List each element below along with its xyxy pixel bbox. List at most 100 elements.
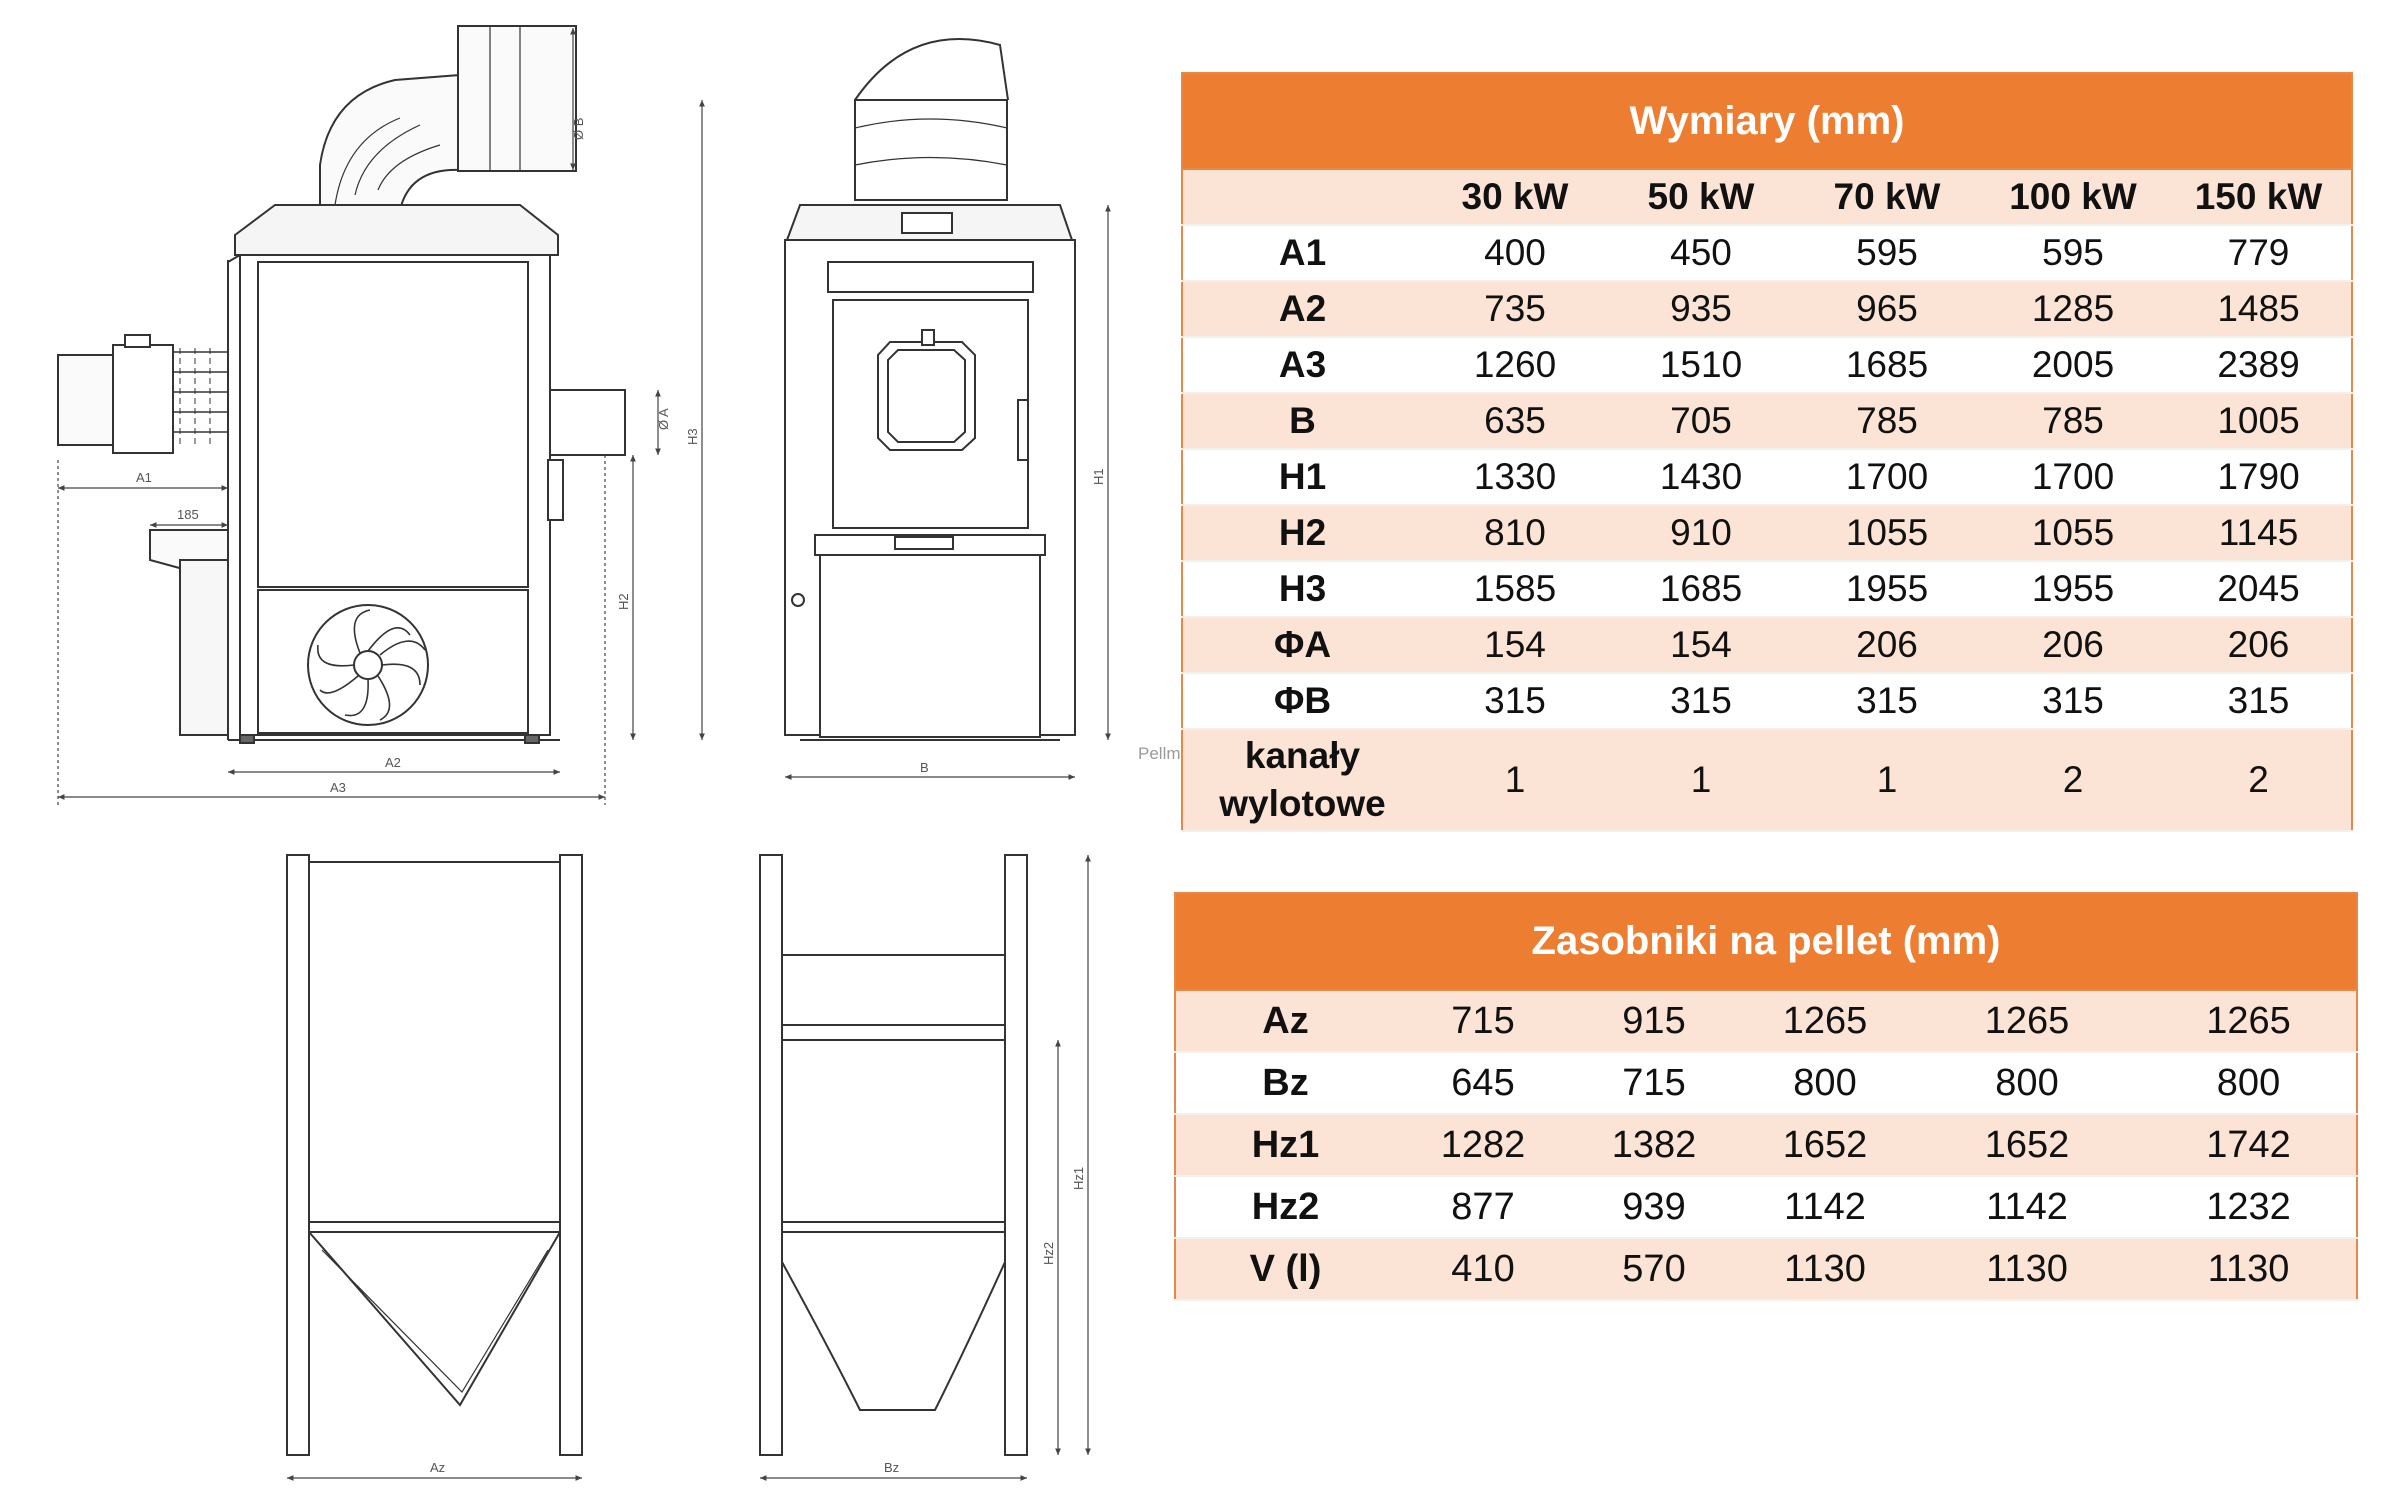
column-header: 70 kW bbox=[1794, 169, 1980, 226]
table-cell: 1652 bbox=[1737, 1114, 1913, 1177]
table-cell: 595 bbox=[1980, 225, 2166, 282]
table-cell: 800 bbox=[1737, 1052, 1913, 1115]
table-cell: 1430 bbox=[1608, 449, 1794, 506]
table-cell: 2 bbox=[2166, 729, 2352, 832]
table-cell: 206 bbox=[2166, 617, 2352, 674]
table-cell: 315 bbox=[2166, 673, 2352, 730]
technical-drawings: A1 185 A2 A3 H2 H3 Ø A Ø B B H1 bbox=[57, 25, 1111, 1481]
table-cell: 315 bbox=[1980, 673, 2166, 730]
table-cell: 779 bbox=[2166, 225, 2352, 282]
table-cell: 705 bbox=[1608, 393, 1794, 450]
table-cell: 206 bbox=[1980, 617, 2166, 674]
row-label: B bbox=[1182, 393, 1422, 450]
column-header bbox=[1182, 169, 1422, 226]
table-cell: 315 bbox=[1794, 673, 1980, 730]
dim-label-diameter-b: Ø B bbox=[571, 118, 586, 140]
table-cell: 2 bbox=[1980, 729, 2166, 832]
table-cell: 1265 bbox=[2141, 990, 2357, 1053]
row-label: A2 bbox=[1182, 281, 1422, 338]
table-cell: 1265 bbox=[1737, 990, 1913, 1053]
table-cell: 1260 bbox=[1422, 337, 1608, 394]
table-cell: 206 bbox=[1794, 617, 1980, 674]
table-cell: 1700 bbox=[1980, 449, 2166, 506]
table-cell: 1685 bbox=[1608, 561, 1794, 618]
table-cell: 1585 bbox=[1422, 561, 1608, 618]
table-cell: 1955 bbox=[1794, 561, 1980, 618]
table-cell: 1330 bbox=[1422, 449, 1608, 506]
dim-label-az: Az bbox=[430, 1460, 445, 1475]
table-cell: 715 bbox=[1395, 990, 1571, 1053]
table-cell: 1485 bbox=[2166, 281, 2352, 338]
table-cell: 1005 bbox=[2166, 393, 2352, 450]
table-cell: 1955 bbox=[1980, 561, 2166, 618]
dim-label-h3: H3 bbox=[685, 428, 700, 445]
table-cell: 877 bbox=[1395, 1176, 1571, 1239]
table-cell: 1685 bbox=[1794, 337, 1980, 394]
side-view-dimensions bbox=[57, 28, 705, 805]
row-label: A1 bbox=[1182, 225, 1422, 282]
dim-label-hz2: Hz2 bbox=[1041, 1242, 1056, 1265]
front-view-dimensions bbox=[785, 205, 1111, 780]
table-cell: 645 bbox=[1395, 1052, 1571, 1115]
row-label: Az bbox=[1175, 990, 1395, 1053]
table-cell: 1700 bbox=[1794, 449, 1980, 506]
row-label: Bz bbox=[1175, 1052, 1395, 1115]
table-cell: 1382 bbox=[1571, 1114, 1737, 1177]
hopper-front-view-drawing bbox=[759, 854, 1028, 1456]
front-view-drawing bbox=[784, 38, 1076, 741]
table-cell: 315 bbox=[1422, 673, 1608, 730]
table-cell: 315 bbox=[1608, 673, 1794, 730]
row-label: A3 bbox=[1182, 337, 1422, 394]
table-cell: 595 bbox=[1794, 225, 1980, 282]
table-cell: 410 bbox=[1395, 1238, 1571, 1301]
table-cell: 1130 bbox=[1737, 1238, 1913, 1301]
table-cell: 450 bbox=[1608, 225, 1794, 282]
table-cell: 800 bbox=[2141, 1052, 2357, 1115]
hopper-table-title: Zasobniki na pellet (mm) bbox=[1174, 892, 2358, 991]
hopper-front-view-dimensions bbox=[760, 855, 1091, 1481]
table-cell: 810 bbox=[1422, 505, 1608, 562]
table-cell: 400 bbox=[1422, 225, 1608, 282]
column-header: 100 kW bbox=[1980, 169, 2166, 226]
table-cell: 935 bbox=[1608, 281, 1794, 338]
table-cell: 1142 bbox=[1737, 1176, 1913, 1239]
dim-label-a1: A1 bbox=[136, 470, 152, 485]
table-cell: 1265 bbox=[1913, 990, 2141, 1053]
table-cell: 1510 bbox=[1608, 337, 1794, 394]
row-label: Hz2 bbox=[1175, 1176, 1395, 1239]
dim-label-diameter-a: Ø A bbox=[656, 408, 671, 430]
table-cell: 1652 bbox=[1913, 1114, 2141, 1177]
table-cell: 785 bbox=[1794, 393, 1980, 450]
table-cell: 2005 bbox=[1980, 337, 2166, 394]
table-cell: 1285 bbox=[1980, 281, 2166, 338]
row-label: H1 bbox=[1182, 449, 1422, 506]
table-cell: 570 bbox=[1571, 1238, 1737, 1301]
table-cell: 1142 bbox=[1913, 1176, 2141, 1239]
table-cell: 2389 bbox=[2166, 337, 2352, 394]
dim-label-a2: A2 bbox=[385, 755, 401, 770]
table-cell: 635 bbox=[1422, 393, 1608, 450]
dim-label-h1: H1 bbox=[1091, 468, 1106, 485]
table-cell: 154 bbox=[1422, 617, 1608, 674]
dim-label-b: B bbox=[920, 760, 929, 775]
dimensions-table-title: Wymiary (mm) bbox=[1181, 72, 2353, 170]
row-label: H3 bbox=[1182, 561, 1422, 618]
dim-label-a3: A3 bbox=[330, 780, 346, 795]
dim-label-h2: H2 bbox=[616, 593, 631, 610]
table-cell: 1282 bbox=[1395, 1114, 1571, 1177]
table-cell: 1055 bbox=[1794, 505, 1980, 562]
dim-label-bz: Bz bbox=[884, 1460, 899, 1475]
dim-label-185: 185 bbox=[177, 507, 199, 522]
row-label: H2 bbox=[1182, 505, 1422, 562]
